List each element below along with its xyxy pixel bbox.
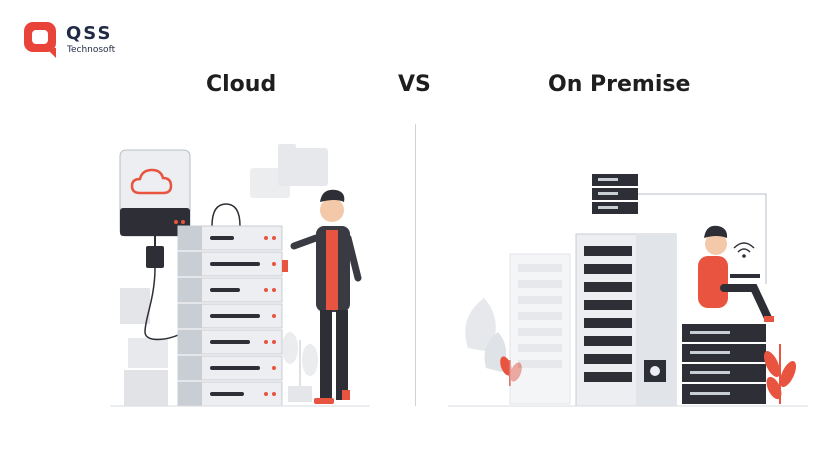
server-rack-icon bbox=[575, 233, 677, 407]
heading-on-premise: On Premise bbox=[548, 72, 691, 97]
folder-icon bbox=[250, 144, 328, 198]
wifi-icon bbox=[733, 242, 755, 258]
cloud-icon bbox=[119, 149, 191, 341]
person-icon bbox=[698, 225, 774, 322]
server-rack-icon bbox=[177, 203, 288, 407]
brand-logo: QSS Technosoft bbox=[22, 18, 142, 62]
server-rack-icon bbox=[682, 324, 766, 404]
brand-tagline: Technosoft bbox=[67, 45, 116, 55]
heading-cloud: Cloud bbox=[206, 72, 277, 97]
server-rack-icon bbox=[509, 253, 571, 405]
plant-icon bbox=[282, 332, 318, 402]
heading-vs: VS bbox=[398, 72, 431, 97]
center-divider bbox=[415, 124, 416, 406]
plant-icon bbox=[763, 344, 797, 404]
paper-icon bbox=[120, 288, 150, 324]
on-premise-illustration bbox=[448, 174, 808, 407]
person-icon bbox=[290, 189, 362, 404]
qss-logo-icon bbox=[24, 22, 56, 58]
cloud-illustration bbox=[110, 144, 370, 407]
server-rack-icon bbox=[592, 174, 767, 284]
brand-name: QSS bbox=[66, 23, 113, 44]
